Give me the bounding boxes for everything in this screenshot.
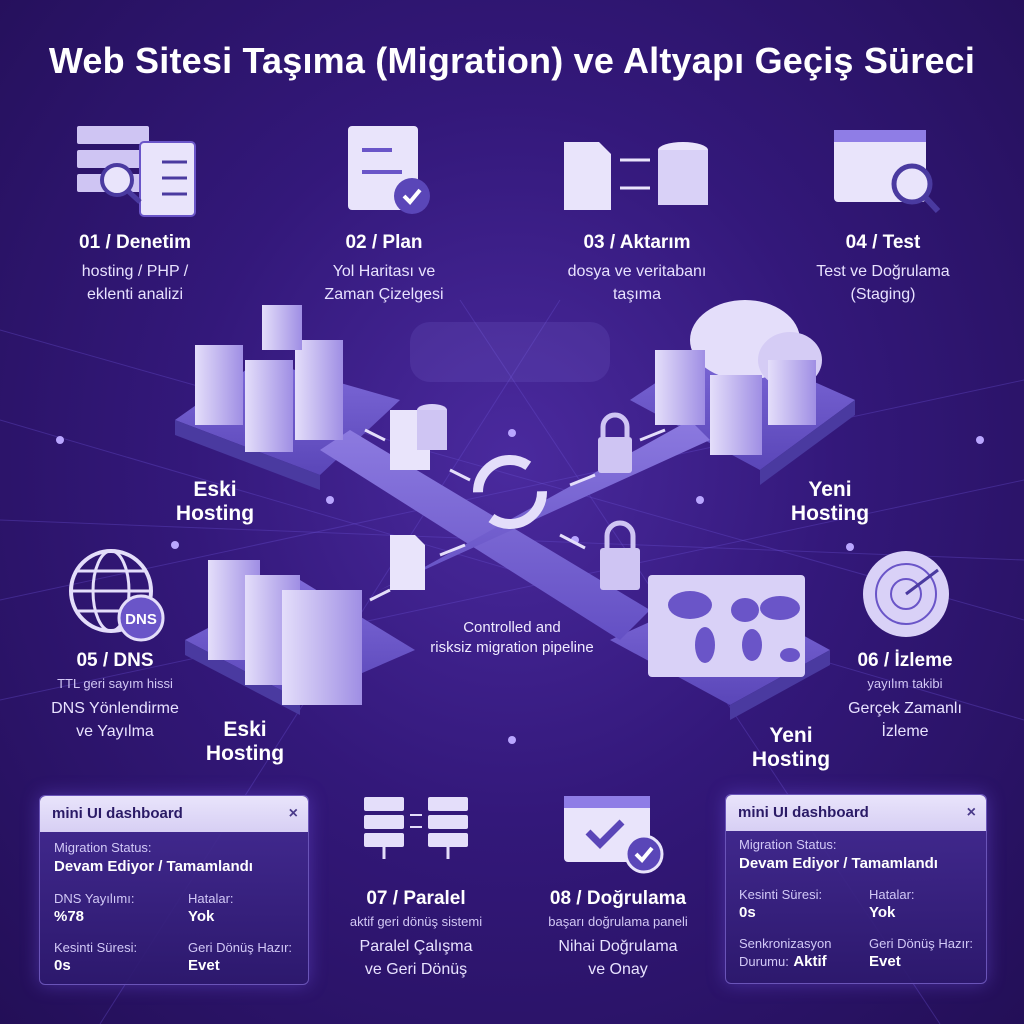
pipeline-caption-line2: risksiz migration pipeline	[430, 639, 594, 656]
step-desc-line2: İzleme	[881, 723, 929, 740]
browser-magnifier-icon	[834, 130, 941, 214]
metric-value: Yok	[869, 904, 896, 921]
parallel-servers-icon	[364, 797, 468, 859]
browser-check-icon	[564, 796, 664, 874]
file-database-transfer-icon	[564, 142, 708, 210]
step-05: 05 / DNS TTL geri sayım hissi DNS Yönlen…	[5, 650, 225, 743]
metric-value: Evet	[869, 953, 901, 970]
step-heading: 01 / Denetim	[79, 232, 191, 253]
step-sub: TTL geri sayım hissi	[57, 676, 173, 691]
metric-label: Kesinti Süresi:	[54, 940, 138, 955]
metric-label: Hatalar:	[869, 887, 915, 902]
metric-value: 0s	[739, 904, 756, 921]
metric-value: Evet	[188, 957, 220, 974]
metric-value: 0s	[54, 957, 71, 974]
step-sub: başarı doğrulama paneli	[548, 914, 688, 929]
step-06: 06 / İzleme yayılım takibi Gerçek Zamanl…	[795, 650, 1015, 743]
step-07: 07 / Paralel aktif geri dönüş sistemi Pa…	[306, 888, 526, 981]
host-label-line1: Yeni	[769, 724, 813, 747]
step-desc-line1: hosting / PHP /	[81, 263, 189, 280]
status-value: Devam Ediyor / Tamamlandı	[54, 858, 253, 875]
step-heading: 04 / Test	[845, 232, 921, 253]
step-desc-line2: ve Yayılma	[76, 723, 154, 740]
step-desc-line2: ve Onay	[588, 961, 648, 978]
host-label-old-bottom: Eski Hosting	[190, 718, 300, 766]
step-desc-line1: DNS Yönlendirme	[51, 700, 179, 717]
close-icon[interactable]: ×	[966, 804, 976, 821]
metric-label-line2-row: Durumu: Aktif	[739, 953, 827, 971]
step-desc-line1: Yol Haritası ve	[332, 263, 436, 280]
step-heading: 05 / DNS	[76, 650, 154, 671]
status-value: Devam Ediyor / Tamamlandı	[739, 855, 938, 872]
host-label-line1: Yeni	[808, 478, 852, 501]
step-heading: 02 / Plan	[345, 232, 423, 253]
status-label: Migration Status:	[54, 840, 152, 855]
step-desc-line1: Paralel Çalışma	[359, 938, 473, 955]
metric-label: Geri Dönüş Hazır:	[869, 936, 974, 951]
step-desc-line1: Gerçek Zamanlı	[848, 700, 962, 717]
step-01: 01 / Denetim hosting / PHP / eklenti ana…	[25, 232, 245, 306]
dns-badge: DNS	[125, 611, 157, 628]
roadmap-scroll-icon	[348, 126, 430, 214]
step-heading: 03 / Aktarım	[583, 232, 691, 253]
step-desc-line2: taşıma	[612, 286, 661, 303]
host-label-line1: Eski	[193, 478, 237, 501]
host-label-old-top: Eski Hosting	[160, 478, 270, 526]
metric-label: Durumu:	[739, 954, 789, 969]
dashboard-title: mini UI dashboard	[738, 804, 869, 821]
step-08: 08 / Doğrulama başarı doğrulama paneli N…	[508, 888, 728, 981]
step-03: 03 / Aktarım dosya ve veritabanı taşıma	[527, 232, 747, 306]
host-label-line2: Hosting	[175, 502, 255, 525]
server-checklist-icon	[77, 126, 196, 217]
host-label-line2: Hosting	[751, 748, 831, 771]
step-heading: 07 / Paralel	[366, 888, 466, 909]
metric-value: %78	[54, 908, 85, 925]
step-desc-line1: Nihai Doğrulama	[558, 938, 678, 955]
host-label-line2: Hosting	[205, 742, 285, 765]
host-label-line2: Hosting	[790, 502, 870, 525]
step-desc-line2: ve Geri Dönüş	[364, 961, 468, 978]
page-title: Web Sitesi Taşıma (Migration) ve Altyapı…	[48, 40, 976, 81]
step-desc-line1: Test ve Doğrulama	[816, 263, 950, 280]
step-02: 02 / Plan Yol Haritası ve Zaman Çizelges…	[274, 232, 494, 306]
metric-label: Kesinti Süresi:	[739, 887, 823, 902]
step-desc-line2: Zaman Çizelgesi	[324, 286, 444, 303]
host-label-new-top: Yeni Hosting	[775, 478, 885, 526]
metric-value: Yok	[188, 908, 215, 925]
host-label-new-bottom: Yeni Hosting	[736, 724, 846, 772]
metric-label: Hatalar:	[188, 891, 234, 906]
metric-value: Aktif	[793, 953, 827, 970]
step-heading: 06 / İzleme	[857, 650, 953, 671]
step-desc-line1: dosya ve veritabanı	[567, 263, 707, 280]
pipeline-caption: Controlled and risksiz migration pipelin…	[392, 618, 632, 658]
dashboard-header: mini UI dashboard ×	[726, 795, 986, 831]
dashboard-left: mini UI dashboard × Migration Status: De…	[39, 795, 309, 985]
radar-icon	[863, 551, 949, 637]
dashboard-header: mini UI dashboard ×	[40, 796, 308, 832]
step-04: 04 / Test Test ve Doğrulama (Staging)	[773, 232, 993, 306]
step-desc-line2: eklenti analizi	[86, 286, 184, 303]
step-sub: aktif geri dönüş sistemi	[349, 914, 483, 929]
pipeline-caption-line1: Controlled and	[463, 619, 561, 636]
metric-label: Senkronizasyon	[739, 936, 832, 951]
step-heading: 08 / Doğrulama	[549, 888, 687, 909]
host-label-line1: Eski	[223, 718, 267, 741]
status-label: Migration Status:	[739, 837, 837, 852]
step-sub: yayılım takibi	[867, 676, 943, 691]
close-icon[interactable]: ×	[288, 805, 298, 822]
step-desc-line2: (Staging)	[850, 286, 916, 303]
globe-dns-icon: DNS	[69, 549, 165, 642]
metric-label: DNS Yayılımı:	[54, 891, 135, 906]
dashboard-right: mini UI dashboard × Migration Status: De…	[725, 794, 987, 984]
dashboard-title: mini UI dashboard	[52, 805, 183, 822]
metric-label: Geri Dönüş Hazır:	[188, 940, 293, 955]
